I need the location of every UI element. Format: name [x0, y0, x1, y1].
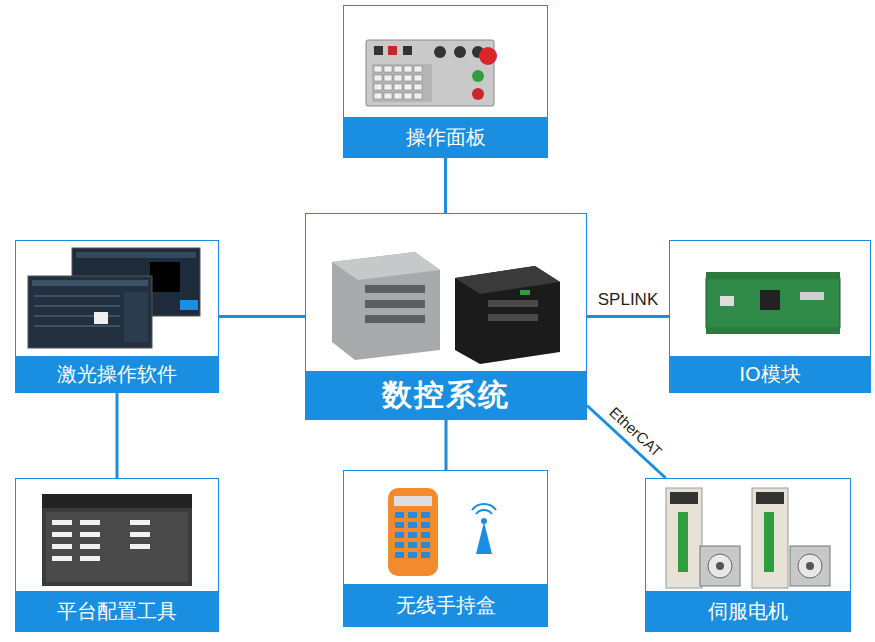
- connector-line: [587, 315, 669, 318]
- component-box: 伺服电机: [645, 478, 851, 632]
- label-bar: 激光操作软件: [16, 356, 218, 392]
- edge-label: EtherCAT: [604, 403, 666, 462]
- label-bar: 无线手持盒: [344, 584, 547, 626]
- config-tool-screenshot: [42, 494, 192, 586]
- label-bar: 操作面板: [344, 117, 547, 157]
- component-box: 操作面板: [343, 5, 548, 158]
- component-box: 数控系统: [305, 213, 587, 420]
- node-label: 无线手持盒: [396, 592, 496, 619]
- label-bar: 伺服电机: [646, 591, 850, 631]
- component-box: 激光操作软件: [15, 240, 219, 393]
- node-label: 伺服电机: [708, 598, 788, 625]
- label-bar: IO模块: [670, 356, 870, 392]
- connector-line: [116, 393, 119, 478]
- component-box: 无线手持盒: [343, 470, 548, 627]
- io-board-picture: [706, 272, 840, 334]
- connector-line: [445, 420, 448, 470]
- node-label: 操作面板: [406, 124, 486, 151]
- label-bar: 数控系统: [306, 371, 586, 419]
- handheld-picture: [388, 488, 496, 576]
- controller-picture: [332, 252, 560, 364]
- connector-line: [219, 315, 305, 318]
- edge-label: SPLINK: [596, 291, 660, 310]
- node-label: 平台配置工具: [57, 598, 177, 625]
- node-label: IO模块: [739, 361, 801, 388]
- component-box: IO模块: [669, 240, 871, 393]
- connector-layer: [117, 158, 669, 478]
- node-label: 数控系统: [382, 375, 510, 416]
- component-box: 平台配置工具: [15, 478, 219, 632]
- operation-panel-picture: [366, 40, 497, 106]
- label-bar: 平台配置工具: [16, 591, 218, 631]
- connector-line: [444, 158, 447, 213]
- software-screenshot: [28, 248, 200, 348]
- node-label: 激光操作软件: [57, 361, 177, 388]
- servo-picture: [666, 488, 830, 588]
